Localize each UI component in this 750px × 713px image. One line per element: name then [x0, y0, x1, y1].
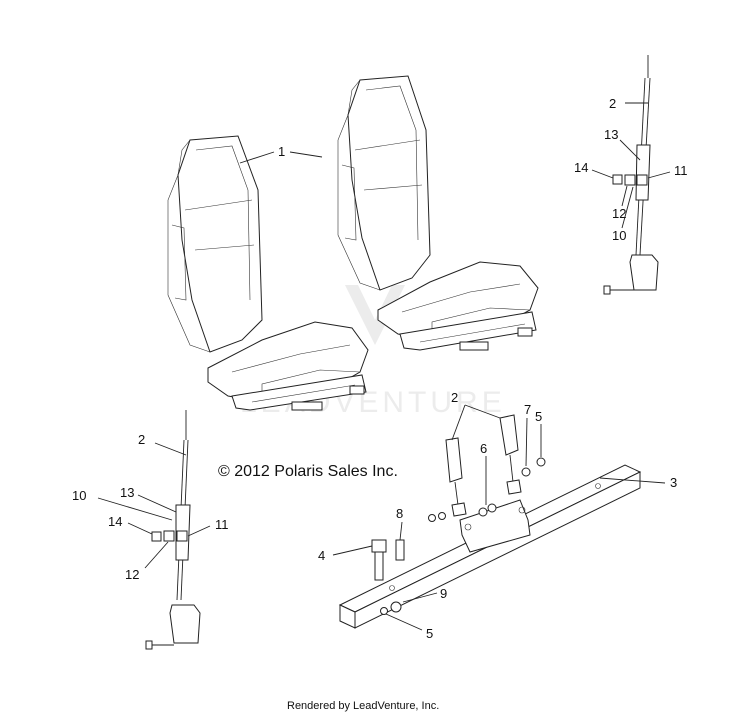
callout-11-left: 11 [215, 517, 229, 532]
right-seat [337, 75, 539, 351]
callout-6: 6 [480, 441, 487, 456]
callout-13-left: 13 [120, 485, 134, 500]
callout-2-buckles: 2 [451, 390, 458, 405]
callout-1: 1 [278, 144, 285, 159]
copyright-text: © 2012 Polaris Sales Inc. [218, 463, 398, 480]
left-seat [167, 135, 369, 411]
callout-14-left: 14 [108, 514, 122, 529]
callout-10-right: 10 [612, 228, 626, 243]
footer-text: Rendered by LeadVenture, Inc. [287, 700, 439, 712]
callout-10-left: 10 [72, 488, 86, 503]
callout-5-bottom: 5 [426, 626, 433, 641]
left-seat-belt [145, 410, 201, 650]
crossbar-assembly [338, 414, 642, 629]
right-seat-belt [603, 55, 659, 295]
callout-12-left: 12 [125, 567, 139, 582]
callout-12-right: 12 [612, 206, 626, 221]
callout-2-right-belt: 2 [609, 96, 616, 111]
callout-7: 7 [524, 402, 531, 417]
callout-4: 4 [318, 548, 325, 563]
callout-13-right: 13 [604, 127, 618, 142]
callout-2-left-belt: 2 [138, 432, 145, 447]
callout-5-top: 5 [535, 409, 542, 424]
callout-8: 8 [396, 506, 403, 521]
callout-14-right: 14 [574, 160, 588, 175]
callout-11-right: 11 [674, 163, 688, 178]
callout-3: 3 [670, 475, 677, 490]
callout-9: 9 [440, 586, 447, 601]
